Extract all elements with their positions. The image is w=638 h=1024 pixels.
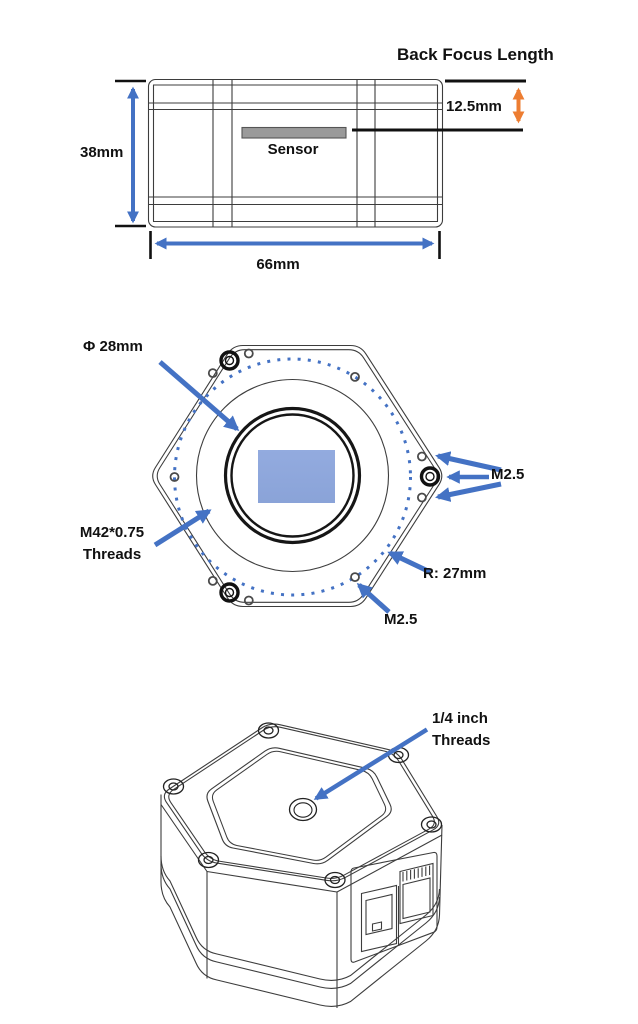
m25-right-arrow-bottom bbox=[435, 481, 502, 502]
iso-corner-screws bbox=[162, 722, 443, 889]
side-view bbox=[115, 78, 526, 259]
port-panel bbox=[350, 851, 438, 963]
corner-screw bbox=[162, 778, 185, 795]
corner-screw bbox=[257, 722, 280, 739]
iso-body-outline bbox=[160, 794, 443, 1007]
iso-top-face-outline bbox=[163, 723, 440, 882]
aperture-arrow bbox=[158, 360, 240, 431]
height-value-label: 38mm bbox=[80, 144, 124, 161]
screw-circle-dotted bbox=[173, 357, 412, 597]
sensor-label: Sensor bbox=[267, 141, 319, 158]
corner-screw bbox=[324, 871, 346, 889]
sensor-window bbox=[258, 450, 335, 503]
m25-bottom-label: M2.5 bbox=[384, 611, 418, 628]
sensor-bar bbox=[241, 126, 347, 139]
m42-threads-line2: Threads bbox=[82, 546, 142, 563]
m25-bottom-arrow bbox=[356, 582, 391, 614]
tripod-threads-line2: Threads bbox=[432, 732, 491, 749]
threads-arrow bbox=[153, 508, 212, 548]
m25-right-arrow-top bbox=[435, 451, 502, 473]
tripod-threads-label: 1/4 inch Threads bbox=[432, 708, 490, 752]
iso-bottom-lip bbox=[160, 855, 441, 989]
usb-port bbox=[360, 884, 398, 953]
m42-thread-ring-inner bbox=[230, 413, 355, 538]
m42-thread-ring-outer bbox=[223, 406, 362, 545]
tripod-arrow bbox=[313, 727, 429, 801]
screw-large-bottom-left bbox=[219, 582, 240, 603]
radius-label: R: 27mm bbox=[423, 565, 487, 582]
tripod-hole bbox=[288, 797, 318, 822]
front-plate-circle bbox=[195, 378, 390, 573]
corner-screw bbox=[420, 816, 443, 833]
iso-top-plate bbox=[206, 747, 392, 865]
aperture-label: Φ 28mm bbox=[83, 338, 143, 355]
screw-large-right bbox=[419, 466, 441, 487]
back-focus-title-label: Back Focus Length bbox=[397, 45, 554, 64]
iso-view bbox=[160, 722, 443, 1008]
iso-top-plate-inner bbox=[211, 750, 387, 861]
screw-large-top-left bbox=[219, 350, 240, 371]
camera-side-outline bbox=[147, 78, 444, 228]
front-view bbox=[152, 344, 502, 614]
width-value-label: 66mm bbox=[256, 256, 300, 273]
radius-arrow bbox=[387, 550, 432, 575]
ethernet-port bbox=[399, 862, 434, 925]
m42-threads-line1: M42*0.75 bbox=[79, 524, 145, 541]
iso-plate-thickness bbox=[160, 804, 443, 893]
tripod-threads-line1: 1/4 inch bbox=[432, 710, 488, 727]
m42-threads-label: M42*0.75 Threads bbox=[68, 522, 156, 566]
m25-right-label: M2.5 bbox=[491, 466, 525, 483]
corner-screw bbox=[197, 851, 220, 869]
back-focus-value-label: 12.5mm bbox=[446, 98, 502, 115]
hexagon-body-outline bbox=[152, 344, 443, 608]
ethernet-pins bbox=[402, 865, 431, 882]
screw-holes-small bbox=[169, 348, 427, 606]
